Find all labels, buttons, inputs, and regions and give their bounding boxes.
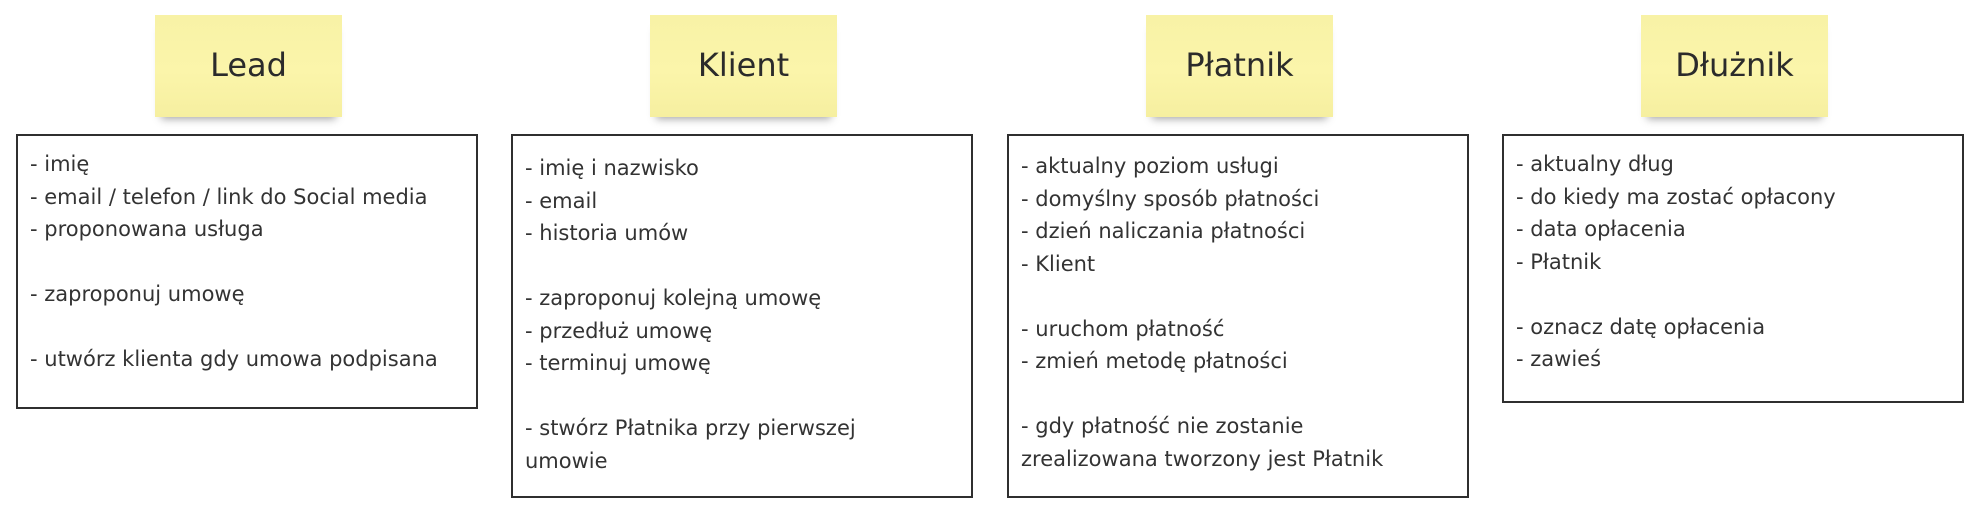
sticky-note-lead[interactable]: Lead: [155, 15, 342, 117]
card-line: - zaproponuj umowę: [30, 282, 245, 306]
card-line: - email: [525, 188, 598, 213]
card-line: - email / telefon / link do Social media: [30, 184, 428, 209]
card-line: - data opłacenia: [1516, 217, 1686, 241]
card-klient[interactable]: - imię i nazwisko - email - historia umó…: [511, 134, 973, 498]
card-line: - Płatnik: [1516, 249, 1602, 274]
card-line: - uruchom płatność: [1021, 316, 1225, 341]
card-line-blank: [1516, 278, 1950, 311]
column-klient: Klient - imię i nazwisko - email - histo…: [511, 0, 981, 505]
column-platnik: Płatnik - aktualny poziom usługi - domyś…: [1007, 0, 1477, 505]
sticky-note-title: Płatnik: [1185, 46, 1294, 84]
card-line: - oznacz datę opłacenia: [1516, 314, 1766, 339]
card-line: - do kiedy ma zostać opłacony: [1516, 184, 1836, 209]
sticky-note-platnik[interactable]: Płatnik: [1146, 15, 1333, 117]
card-line: - historia umów: [525, 221, 689, 245]
card-line: - zawieś: [1516, 347, 1602, 371]
card-line: - gdy płatność nie zostanie: [1021, 414, 1304, 438]
card-line: - dzień naliczania płatności: [1021, 219, 1306, 243]
card-line-blank: [1021, 280, 1455, 313]
card-line: - aktualny dług: [1516, 152, 1674, 176]
sticky-note-title: Klient: [697, 46, 790, 84]
column-lead: Lead - imię - email / telefon / link do …: [16, 0, 486, 505]
card-platnik[interactable]: - aktualny poziom usługi - domyślny spos…: [1007, 134, 1469, 498]
card-line-blank: [30, 246, 464, 279]
card-line-blank: [30, 311, 464, 344]
card-line: zrealizowana tworzony jest Płatnik: [1021, 446, 1384, 471]
card-line: - aktualny poziom usługi: [1021, 154, 1279, 178]
card-line: - imię: [30, 152, 90, 176]
sticky-note-dluznik[interactable]: Dłużnik: [1641, 15, 1828, 117]
card-line: - utwórz klienta gdy umowa podpisana: [30, 347, 438, 371]
card-line: - zmień metodę płatności: [1021, 349, 1288, 373]
card-line: - stwórz Płatnika przy pierwszej: [525, 416, 856, 440]
card-line: - Klient: [1021, 251, 1096, 276]
card-line-blank: [525, 380, 959, 413]
card-line: - proponowana usługa: [30, 217, 264, 241]
card-line: - terminuj umowę: [525, 351, 711, 375]
card-lead[interactable]: - imię - email / telefon / link do Socia…: [16, 134, 478, 409]
card-line: - imię i nazwisko: [525, 156, 699, 180]
sticky-note-title: Dłużnik: [1675, 46, 1794, 84]
card-dluznik[interactable]: - aktualny dług - do kiedy ma zostać opł…: [1502, 134, 1964, 403]
card-line: - zaproponuj kolejną umowę: [525, 286, 822, 310]
column-dluznik: Dłużnik - aktualny dług - do kiedy ma zo…: [1502, 0, 1972, 505]
card-line: umowie: [525, 448, 608, 473]
sticky-note-klient[interactable]: Klient: [650, 15, 837, 117]
sticky-note-title: Lead: [210, 46, 287, 84]
card-line: - przedłuż umowę: [525, 318, 713, 343]
card-line: - domyślny sposób płatności: [1021, 186, 1320, 211]
card-line-blank: [525, 250, 959, 283]
card-line-blank: [1021, 378, 1455, 411]
